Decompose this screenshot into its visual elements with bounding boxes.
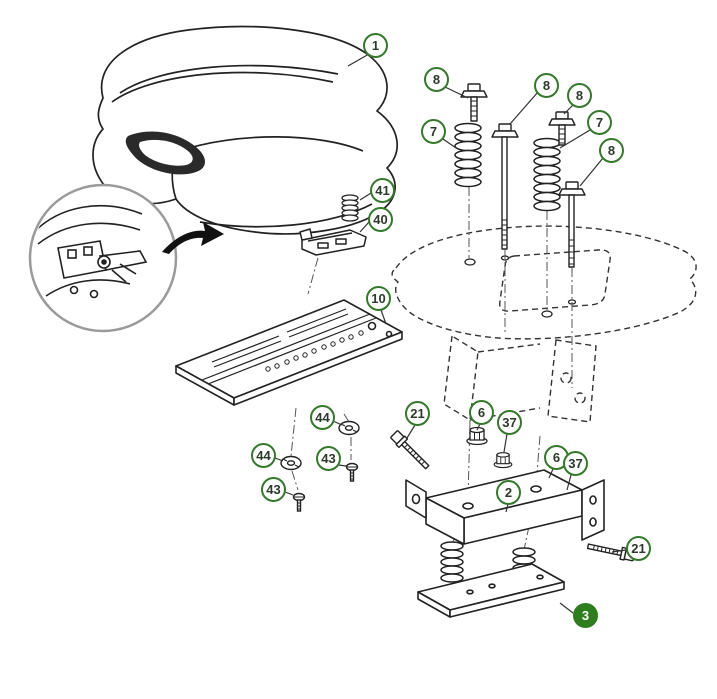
right-spring-drawing [533,137,561,212]
part-callout-44b[interactable]: 44 [251,443,276,468]
part-callout-40[interactable]: 40 [368,207,393,232]
bolt-drawings [460,83,586,268]
part-callout-2[interactable]: 2 [496,480,521,505]
callout-leader-lines [274,53,627,614]
left-spring-drawing [454,122,482,188]
chassis-outline-drawing [391,225,697,423]
clip-drawing [299,228,367,256]
part-callout-8b[interactable]: 8 [534,73,559,98]
small-spring-drawing [341,194,359,222]
seat-drawing [92,25,398,235]
part-callout-6a[interactable]: 6 [469,400,494,425]
part-callout-21b[interactable]: 21 [626,536,651,561]
part-callout-8a[interactable]: 8 [424,67,449,92]
seat-pan-drawing [175,299,403,406]
part-callout-43a[interactable]: 43 [316,446,341,471]
part-callout-7a[interactable]: 7 [421,119,446,144]
detail-inset [28,183,224,333]
part-callout-37b[interactable]: 37 [563,451,588,476]
part-callout-8c[interactable]: 8 [567,83,592,108]
part-callout-10[interactable]: 10 [366,286,391,311]
part-callout-8d[interactable]: 8 [599,138,624,163]
detail-arrow-icon [162,222,224,254]
plate-drawing [417,563,565,618]
part-callout-3-highlighted[interactable]: 3 [573,603,598,628]
part-callout-43b[interactable]: 43 [261,477,286,502]
part-callout-37a[interactable]: 37 [497,410,522,435]
washer-screw-drawings [280,420,360,512]
chassis-holes [464,255,577,318]
part-callout-1[interactable]: 1 [363,33,388,58]
part-callout-7b[interactable]: 7 [587,110,612,135]
part-callout-41[interactable]: 41 [370,178,395,203]
part-callout-21a[interactable]: 21 [405,401,430,426]
part-callout-44a[interactable]: 44 [310,405,335,430]
